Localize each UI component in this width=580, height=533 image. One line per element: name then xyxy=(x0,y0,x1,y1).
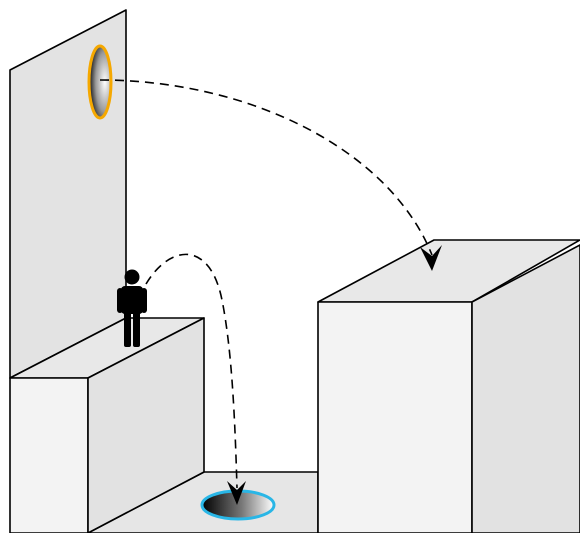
trajectory-person-to-portal xyxy=(145,253,238,489)
orange-portal xyxy=(87,44,113,120)
arrowhead-icon xyxy=(420,245,442,271)
person-icon xyxy=(117,269,147,347)
trajectory-orange-to-block xyxy=(99,79,433,256)
left-block-side xyxy=(87,317,205,533)
arrowhead-icon xyxy=(227,481,246,505)
right-block-side xyxy=(471,244,580,533)
right-block-front xyxy=(317,301,473,533)
left-block-front xyxy=(9,377,89,533)
